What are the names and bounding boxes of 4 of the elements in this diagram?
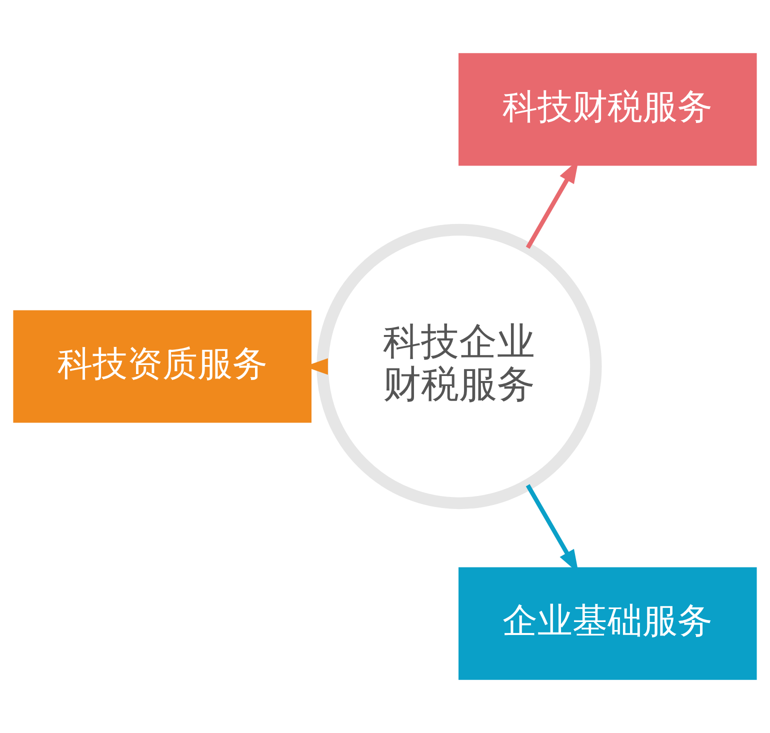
node-box: 科技资质服务	[13, 310, 312, 423]
node-box: 企业基础服务	[458, 567, 757, 680]
node-box: 科技财税服务	[458, 53, 757, 166]
node-circle: 科技企业财税服务	[316, 224, 602, 510]
